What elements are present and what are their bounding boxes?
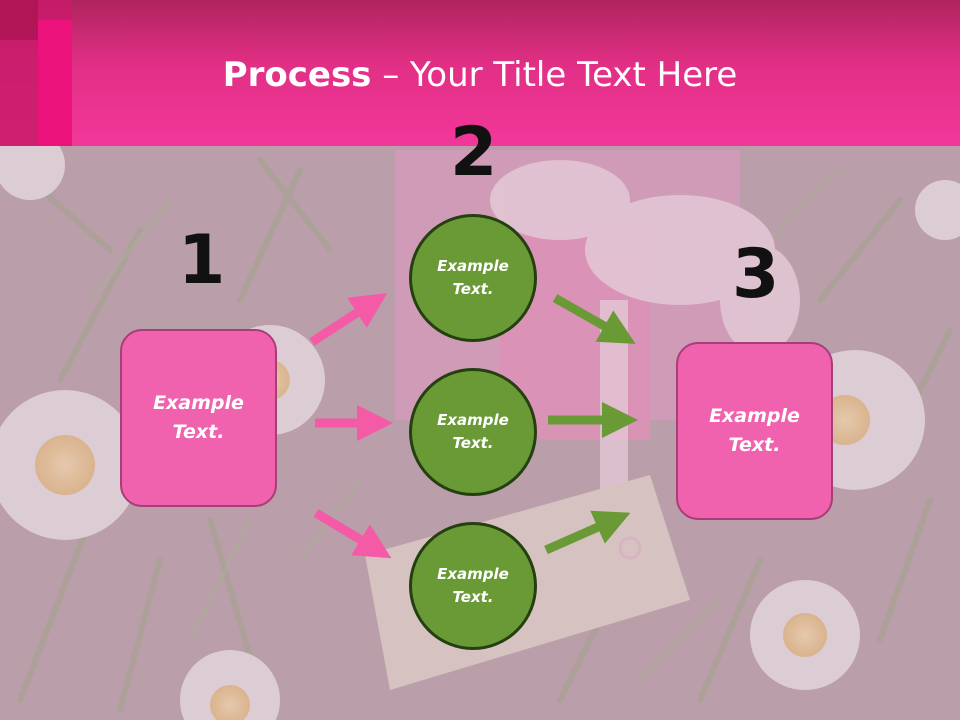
circle-middle: Example Text. (409, 368, 537, 496)
circle-bottom: Example Text. (409, 522, 537, 650)
circle-bottom-line2: Text. (452, 588, 494, 606)
left-box-line2: Text. (172, 421, 225, 443)
step-number-3: 3 (732, 235, 780, 314)
right-box-line2: Text. (728, 434, 781, 456)
circle-top-line1: Example (437, 257, 509, 275)
title-rest: – Your Title Text Here (371, 55, 738, 95)
right-box: Example Text. (676, 342, 833, 520)
circle-bottom-line1: Example (437, 565, 509, 583)
step-number-2: 2 (450, 113, 498, 192)
circle-middle-line2: Text. (452, 434, 494, 452)
right-box-line1: Example (709, 405, 800, 427)
slide-title: Process – Your Title Text Here (0, 52, 960, 98)
circle-middle-line1: Example (437, 411, 509, 429)
title-banner (0, 0, 960, 146)
circle-top-line2: Text. (452, 280, 494, 298)
step-number-1: 1 (178, 221, 226, 300)
banner-accent-block (38, 20, 72, 146)
circle-top: Example Text. (409, 214, 537, 342)
title-bold: Process (222, 55, 372, 95)
left-box: Example Text. (120, 329, 277, 507)
left-box-line1: Example (153, 392, 244, 414)
banner-accent-block (0, 0, 38, 40)
